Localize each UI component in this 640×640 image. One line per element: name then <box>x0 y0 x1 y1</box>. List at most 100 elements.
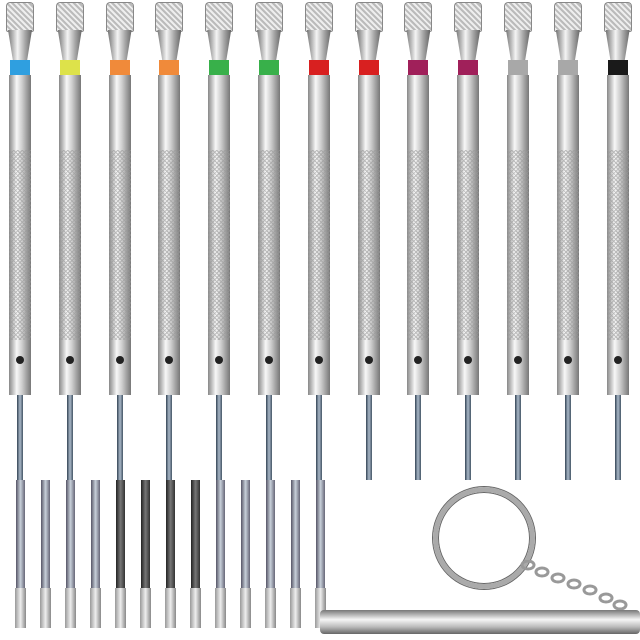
neck <box>356 30 381 60</box>
neck <box>107 30 132 60</box>
knurled-cap <box>55 2 84 32</box>
neck <box>456 30 481 60</box>
color-band <box>557 60 578 75</box>
tip-flat <box>166 395 173 480</box>
precision-screwdriver <box>199 0 239 485</box>
screwdriver-bit <box>265 480 276 628</box>
color-band <box>308 60 329 75</box>
tip-phillips <box>216 395 223 480</box>
screwdriver-bit <box>165 480 176 628</box>
screwdriver-bit <box>190 480 201 628</box>
bit-shank <box>115 588 126 628</box>
knurled-cap <box>105 2 134 32</box>
grip-knurl <box>457 150 480 340</box>
knurled-cap <box>205 2 234 32</box>
knurled-cap <box>553 2 582 32</box>
set-screw <box>414 356 423 364</box>
screwdriver-bit <box>215 480 226 628</box>
set-screw <box>613 356 622 364</box>
tip-phillips <box>515 395 521 480</box>
color-band <box>159 60 180 75</box>
neck <box>306 30 331 60</box>
tip-flat <box>116 395 123 480</box>
screwdriver-bit <box>65 480 76 628</box>
tip-phillips <box>266 395 272 480</box>
grip-knurl <box>108 150 131 340</box>
grip-knurl <box>307 150 330 340</box>
knurled-cap <box>603 2 632 32</box>
precision-screwdriver <box>349 0 389 485</box>
neck <box>257 30 281 60</box>
grip-knurl <box>556 150 579 340</box>
knurled-cap <box>6 2 34 32</box>
set-screw <box>364 356 373 364</box>
grip-knurl <box>407 150 430 340</box>
color-band <box>109 60 130 75</box>
precision-screwdriver <box>0 0 40 485</box>
neck <box>605 30 630 60</box>
grip-knurl <box>507 150 529 340</box>
color-band <box>408 60 429 75</box>
bit-shank <box>265 588 276 628</box>
precision-screwdriver <box>100 0 140 485</box>
precision-screwdriver <box>498 0 538 485</box>
knurled-cap <box>454 2 483 32</box>
tip-phillips <box>564 395 571 480</box>
bit-shank <box>15 588 26 628</box>
color-band <box>209 60 230 75</box>
bit-shank <box>140 588 151 628</box>
bit-shank <box>165 588 176 628</box>
color-band <box>59 60 80 75</box>
grip-knurl <box>357 150 380 340</box>
tip-flat <box>465 395 472 480</box>
screwdriver-bit <box>240 480 251 628</box>
keychain-screwdriver-handle <box>320 610 640 634</box>
set-screw <box>215 356 224 364</box>
screwdriver-bit <box>140 480 151 628</box>
precision-screwdriver <box>149 0 189 485</box>
grip-knurl <box>208 150 231 340</box>
color-band <box>508 60 528 75</box>
knurled-cap <box>255 2 283 32</box>
tip-flat <box>17 395 23 480</box>
knurled-cap <box>404 2 433 32</box>
bit-shank <box>90 588 101 628</box>
screwdriver-bit <box>115 480 126 628</box>
precision-screwdriver <box>50 0 90 485</box>
set-screw <box>514 356 522 364</box>
tip-flat <box>614 395 621 480</box>
precision-screwdriver <box>548 0 588 485</box>
tip-flat <box>66 395 73 480</box>
precision-screwdriver <box>249 0 289 485</box>
grip-knurl <box>9 150 31 340</box>
screwdriver-bit <box>315 480 326 628</box>
precision-screwdriver <box>299 0 339 485</box>
knurled-cap <box>504 2 532 32</box>
bit-shank <box>290 588 301 628</box>
grip-knurl <box>258 150 280 340</box>
knurled-cap <box>304 2 333 32</box>
tip-flat <box>415 395 422 480</box>
bit-shank <box>315 588 326 628</box>
screwdriver-bit <box>290 480 301 628</box>
neck <box>8 30 32 60</box>
bit-shank <box>240 588 251 628</box>
color-band <box>458 60 479 75</box>
screwdriver-bit <box>90 480 101 628</box>
screwdriver-bit <box>15 480 26 628</box>
bit-shank <box>65 588 76 628</box>
set-screw <box>464 356 473 364</box>
set-screw <box>165 356 174 364</box>
set-screw <box>65 356 74 364</box>
neck <box>555 30 580 60</box>
set-screw <box>115 356 124 364</box>
neck <box>157 30 182 60</box>
screwdriver-bit <box>40 480 51 628</box>
set-screw <box>265 356 273 364</box>
neck <box>406 30 431 60</box>
precision-screwdriver <box>398 0 438 485</box>
precision-screwdriver <box>598 0 638 485</box>
knurled-cap <box>354 2 383 32</box>
bit-shank <box>40 588 51 628</box>
